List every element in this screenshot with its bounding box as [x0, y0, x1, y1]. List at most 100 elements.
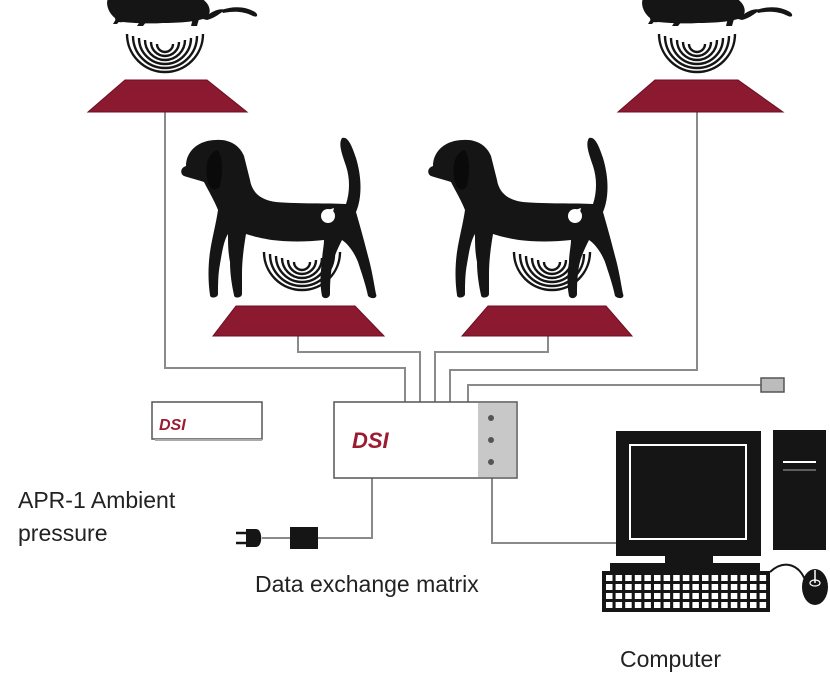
keyboard-key: [750, 602, 757, 608]
keyboard-key: [625, 575, 632, 581]
keyboard-key: [673, 593, 680, 599]
apr-label-line-1: APR-1 Ambient: [18, 487, 176, 513]
apr-label: APR-1 Ambient pressure: [18, 484, 175, 550]
keyboard-key: [606, 575, 613, 581]
rat-station-right: [616, 0, 793, 113]
keyboard-key: [625, 593, 632, 599]
signal-arcs-icon: [512, 250, 592, 292]
computer: [602, 430, 828, 612]
keyboard-key: [692, 593, 699, 599]
keyboard-key: [702, 593, 709, 599]
cable-power: [318, 478, 373, 539]
cable-dog-right: [434, 336, 549, 402]
cable-computer: [491, 478, 616, 544]
cables: [164, 112, 762, 544]
keyboard-key: [673, 602, 680, 608]
keyboard-key: [615, 602, 623, 608]
matrix-logo: DSI: [352, 428, 390, 453]
keyboard-key: [692, 575, 699, 581]
computer-tower: [773, 430, 826, 550]
keyboard-key: [759, 593, 767, 599]
keyboard-key: [673, 575, 680, 581]
computer-label: Computer: [620, 646, 721, 672]
power-plug-icon: [236, 529, 262, 547]
keyboard-key: [606, 584, 613, 590]
keyboard-key: [730, 602, 738, 608]
keyboard-key: [740, 602, 747, 608]
keyboard-key: [634, 575, 642, 581]
keyboard-key: [702, 584, 709, 590]
signal-arcs-icon: [657, 32, 737, 74]
keyboard-key: [673, 584, 680, 590]
receiver-plate: [616, 79, 785, 113]
keyboard-key: [654, 584, 661, 590]
connector-plug: [760, 377, 785, 393]
keyboard-key: [711, 584, 719, 590]
keyboard-key: [615, 584, 623, 590]
keyboard-key: [644, 584, 651, 590]
keyboard-key: [682, 602, 690, 608]
dog-station-right: [428, 137, 634, 337]
rat-icon: [107, 0, 258, 26]
keyboard-key: [692, 584, 699, 590]
cable-connector: [467, 384, 762, 402]
keyboard-key: [702, 602, 709, 608]
keyboard-key: [721, 593, 728, 599]
matrix-device: DSI: [333, 401, 518, 479]
matrix-label: Data exchange matrix: [255, 571, 479, 597]
keyboard-key: [711, 602, 719, 608]
keyboard-key: [682, 584, 690, 590]
apr-device: DSI: [151, 401, 263, 441]
keyboard-key: [759, 602, 767, 608]
keyboard-key: [759, 584, 767, 590]
power-adapter: [290, 527, 318, 549]
keyboard-key: [606, 602, 613, 608]
keyboard-key: [721, 584, 728, 590]
rat-station-left: [86, 0, 258, 113]
port-panel: [478, 403, 516, 477]
keyboard-key: [634, 593, 642, 599]
keyboard-key: [615, 593, 623, 599]
keyboard-key: [606, 593, 613, 599]
receiver-plate: [86, 79, 249, 113]
keyboard-key: [634, 584, 642, 590]
cable-dog-left: [297, 336, 421, 402]
keyboard-key: [615, 575, 623, 581]
keyboard-key: [730, 593, 738, 599]
signal-arcs-icon: [125, 32, 205, 74]
dog-station-left: [181, 137, 386, 337]
keyboard-key: [654, 575, 661, 581]
keyboard-key: [711, 575, 719, 581]
keyboard-key: [663, 593, 671, 599]
keyboard-key: [625, 602, 632, 608]
keyboard-key: [663, 602, 671, 608]
apr-logo: DSI: [159, 417, 186, 434]
keyboard-key: [721, 602, 728, 608]
keyboard-key: [750, 575, 757, 581]
keyboard-key: [644, 602, 651, 608]
keyboard-key: [750, 593, 757, 599]
keyboard-key: [644, 575, 651, 581]
keyboard-key: [682, 593, 690, 599]
keyboard-key: [644, 593, 651, 599]
keyboard-key: [702, 575, 709, 581]
cable-rat-left: [164, 112, 406, 402]
keyboard-key: [750, 584, 757, 590]
cable-rat-right: [449, 112, 698, 402]
keyboard-key: [730, 584, 738, 590]
keyboard-key: [663, 575, 671, 581]
keyboard-key: [654, 593, 661, 599]
rat-icon: [642, 0, 793, 26]
keyboard-key: [711, 593, 719, 599]
keyboard-key: [692, 602, 699, 608]
keyboard-key: [740, 593, 747, 599]
keyboard-key: [625, 584, 632, 590]
keyboard-key: [740, 575, 747, 581]
keyboard-key: [634, 602, 642, 608]
keyboard-key: [759, 575, 767, 581]
keyboard-key: [740, 584, 747, 590]
dog-icon: [181, 137, 377, 299]
receiver-plate: [460, 305, 634, 337]
mouse-icon: [769, 563, 828, 605]
